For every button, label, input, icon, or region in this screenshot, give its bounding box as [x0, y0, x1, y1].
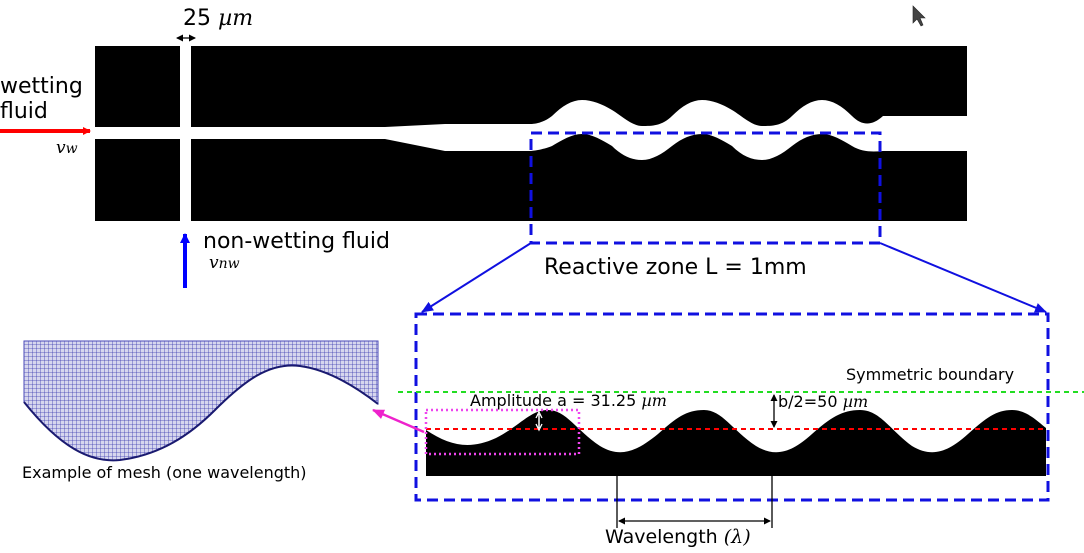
- symmetric-boundary-label: Symmetric boundary: [846, 365, 1015, 384]
- amplitude-marker-heads: [535, 410, 543, 432]
- v-nw-label: vnw: [209, 255, 240, 272]
- reactive-zone-label: Reactive zone L = 1mm: [544, 255, 807, 280]
- zoom-line-left: [421, 242, 532, 313]
- wetting-fluid-label-line2: fluid: [0, 99, 48, 124]
- half-width-label: b/2=50 µm: [778, 394, 868, 410]
- v-w-subscript: w: [65, 141, 78, 157]
- non-wetting-fluid-label: non-wetting fluid: [203, 229, 390, 254]
- channel-width-unit: µm: [218, 6, 254, 31]
- cross-channel: [180, 40, 191, 227]
- wavelength-symbol: (λ): [723, 526, 751, 548]
- channel-width-value: 25: [183, 6, 211, 31]
- upper-solid-block: [95, 46, 967, 127]
- mesh-example-edge: [23, 364, 379, 462]
- amplitude-label: Amplitude a = 31.25 µm: [470, 393, 667, 409]
- cursor-icon: [912, 5, 926, 27]
- v-w-symbol: v: [56, 138, 66, 158]
- mesh-example-label: Example of mesh (one wavelength): [22, 463, 307, 482]
- wavelength-text: Wavelength: [605, 526, 718, 548]
- v-nw-subscript: nw: [218, 256, 240, 272]
- channel-width-label: 25 µm: [183, 8, 253, 30]
- mesh-example: [23, 340, 379, 461]
- wavelength-label: Wavelength (λ): [605, 528, 751, 547]
- mesh-pointer-arrow: [372, 408, 425, 434]
- amplitude-unit: µm: [641, 391, 667, 410]
- detail-box: [414, 312, 1050, 502]
- wavy-wall-detail: [426, 410, 1046, 476]
- wetting-fluid-label-line1: wetting: [0, 74, 83, 99]
- v-w-label: vw: [56, 140, 78, 157]
- half-width-text: b/2=50: [778, 392, 838, 411]
- mesh-selection-box: [424, 408, 581, 456]
- reactive-zone-box: [529, 131, 882, 245]
- amplitude-text: Amplitude a = 31.25: [470, 391, 637, 410]
- v-nw-symbol: v: [209, 253, 219, 273]
- half-width-unit: µm: [842, 392, 869, 411]
- zoom-line-right: [879, 242, 1047, 313]
